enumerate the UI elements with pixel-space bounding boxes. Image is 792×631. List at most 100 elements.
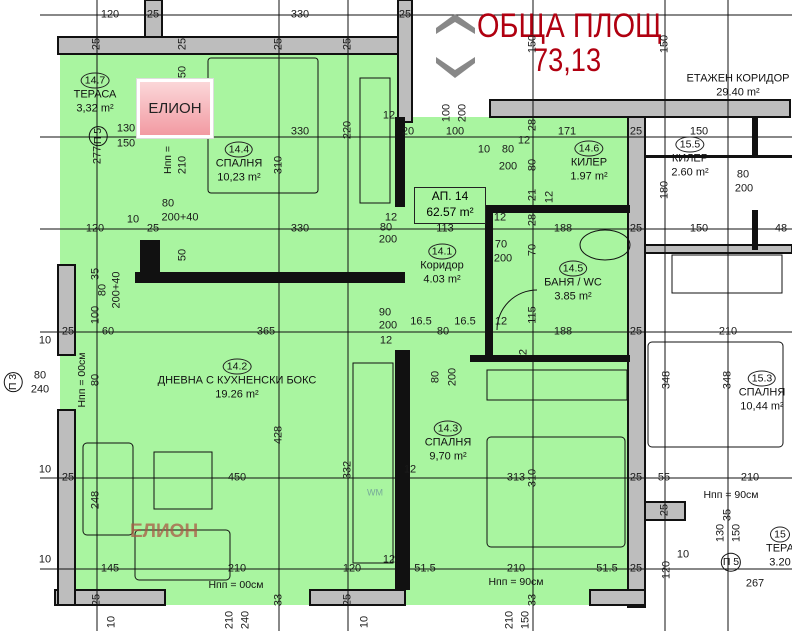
room-number: 14.4 (224, 141, 254, 158)
dimension-label: 60 (101, 325, 115, 338)
dimension-label: 330 (290, 8, 310, 21)
dimension-label: 200 (446, 367, 459, 387)
dimension-label: 428 (272, 425, 285, 445)
sill-height-bedroom-top: Нпп = (161, 145, 174, 175)
dimension-label: 150 (519, 610, 532, 630)
room-area: 9,70 m² (429, 450, 467, 463)
watermark: ЕЛИОН (130, 521, 199, 542)
dimension-label: 450 (227, 471, 247, 484)
dimension-label: 10 (358, 615, 371, 629)
dimension-label: 12 (517, 134, 531, 147)
dimension-label: 33 (526, 593, 539, 607)
room-number: 14.6 (574, 140, 604, 157)
dimension-label: 25 (272, 37, 285, 51)
dimension-label: 150 (689, 222, 709, 235)
room-name: КИЛЕР (570, 156, 608, 169)
room-name: СПАЛНЯ (738, 386, 786, 399)
dimension-label: 120 (85, 222, 105, 235)
apartment-area: 62.57 m² (426, 205, 474, 219)
dimension-label: 51.5 (414, 562, 436, 575)
room-area: 4.03 m² (423, 273, 461, 286)
room-name: КИЛЕР (671, 152, 709, 165)
dimension-label: 188 (553, 222, 573, 235)
dimension-label: 120 (100, 8, 120, 21)
dimension-label: 25 (398, 8, 412, 21)
dimension-label: 28 (526, 213, 539, 227)
apartment-fill (60, 55, 628, 605)
dimension-label: 80 (379, 221, 393, 234)
dimension-label: 200 (734, 182, 754, 195)
dimension-label: 277 (91, 145, 104, 165)
dimension-label: 25 (146, 222, 160, 235)
dimension-label: 240 (239, 610, 252, 630)
dimension-label: 33 (272, 593, 285, 607)
dimension-label: 55 (657, 471, 671, 484)
dimension-label: 248 (89, 490, 102, 510)
room-area: 10,44 m² (740, 400, 784, 413)
room-area: 29.40 m² (716, 86, 760, 99)
dimension-label: 150 (526, 34, 539, 54)
dimension-label: 25 (61, 325, 75, 338)
dimension-label: 16.5 (454, 315, 476, 328)
room-number: 14.5 (558, 260, 588, 277)
room-number: 14.3 (433, 420, 463, 437)
apartment-label: АП. 14 62.57 m² (414, 187, 486, 224)
room-name: ТЕРА (766, 542, 792, 555)
dimension-label: 80 (96, 283, 109, 297)
dimension-label: 25 (629, 222, 643, 235)
dimension-label: 200 (498, 160, 518, 173)
sill-height-neighbor: Нпп = 90см (703, 488, 759, 501)
sill-height-bedroom: Нпп = 90см (488, 575, 544, 588)
dimension-label: 330 (290, 222, 310, 235)
dimension-label: 12 (494, 315, 508, 328)
dimension-label: 25 (629, 325, 643, 338)
room-name: СПАЛНЯ (215, 157, 263, 170)
window-tag-p3: П 3 (3, 371, 23, 393)
dimension-label: 113 (436, 222, 454, 235)
dimension-label: 100 (445, 125, 465, 138)
room-number: 15 (770, 526, 790, 543)
dimension-label: 348 (721, 370, 734, 390)
dimension-label: 10 (676, 548, 690, 561)
room-number: 15.5 (675, 136, 705, 153)
dimension-label: 35 (721, 508, 734, 522)
stair-chevrons (436, 14, 475, 78)
dimension-label: 12 (543, 190, 556, 204)
dimension-label: 12 (382, 109, 396, 122)
dimension-label: 20 (401, 125, 415, 138)
dimension-label: 70 (526, 243, 539, 257)
dimension-label: 80 (161, 197, 175, 210)
dimension-label: 210 (506, 562, 526, 575)
dimension-label: 130 (116, 122, 136, 135)
dimension-label: 48 (774, 222, 788, 235)
room-name: ЕТАЖЕН КОРИДОР (686, 72, 790, 85)
dimension-label: 80 (429, 370, 442, 384)
dimension-label: 51.5 (596, 562, 618, 575)
room-name: ТЕРАСА (73, 88, 117, 101)
dimension-label: 200 (378, 319, 398, 332)
dimension-label: 210 (718, 325, 738, 338)
dimension-label: 25 (629, 125, 643, 138)
dimension-label: 200 (456, 103, 469, 123)
total-area-label: ОБЩА ПЛОЩ (477, 7, 663, 45)
dimension-label: 100 (440, 103, 453, 123)
window-tag-p5b: П 5 (720, 552, 742, 572)
dimension-label: 10 (38, 334, 52, 347)
dimension-label: 267 (745, 577, 765, 590)
dimension-label: 130 (714, 523, 727, 543)
room-number: 14.2 (222, 358, 252, 375)
dimension-label: 80 (736, 168, 750, 181)
apartment-number: АП. 14 (431, 189, 469, 203)
dimension-label: 348 (660, 370, 673, 390)
sill-height-left: Нпп = 00см (75, 352, 88, 408)
dimension-label: 171 (557, 125, 577, 138)
